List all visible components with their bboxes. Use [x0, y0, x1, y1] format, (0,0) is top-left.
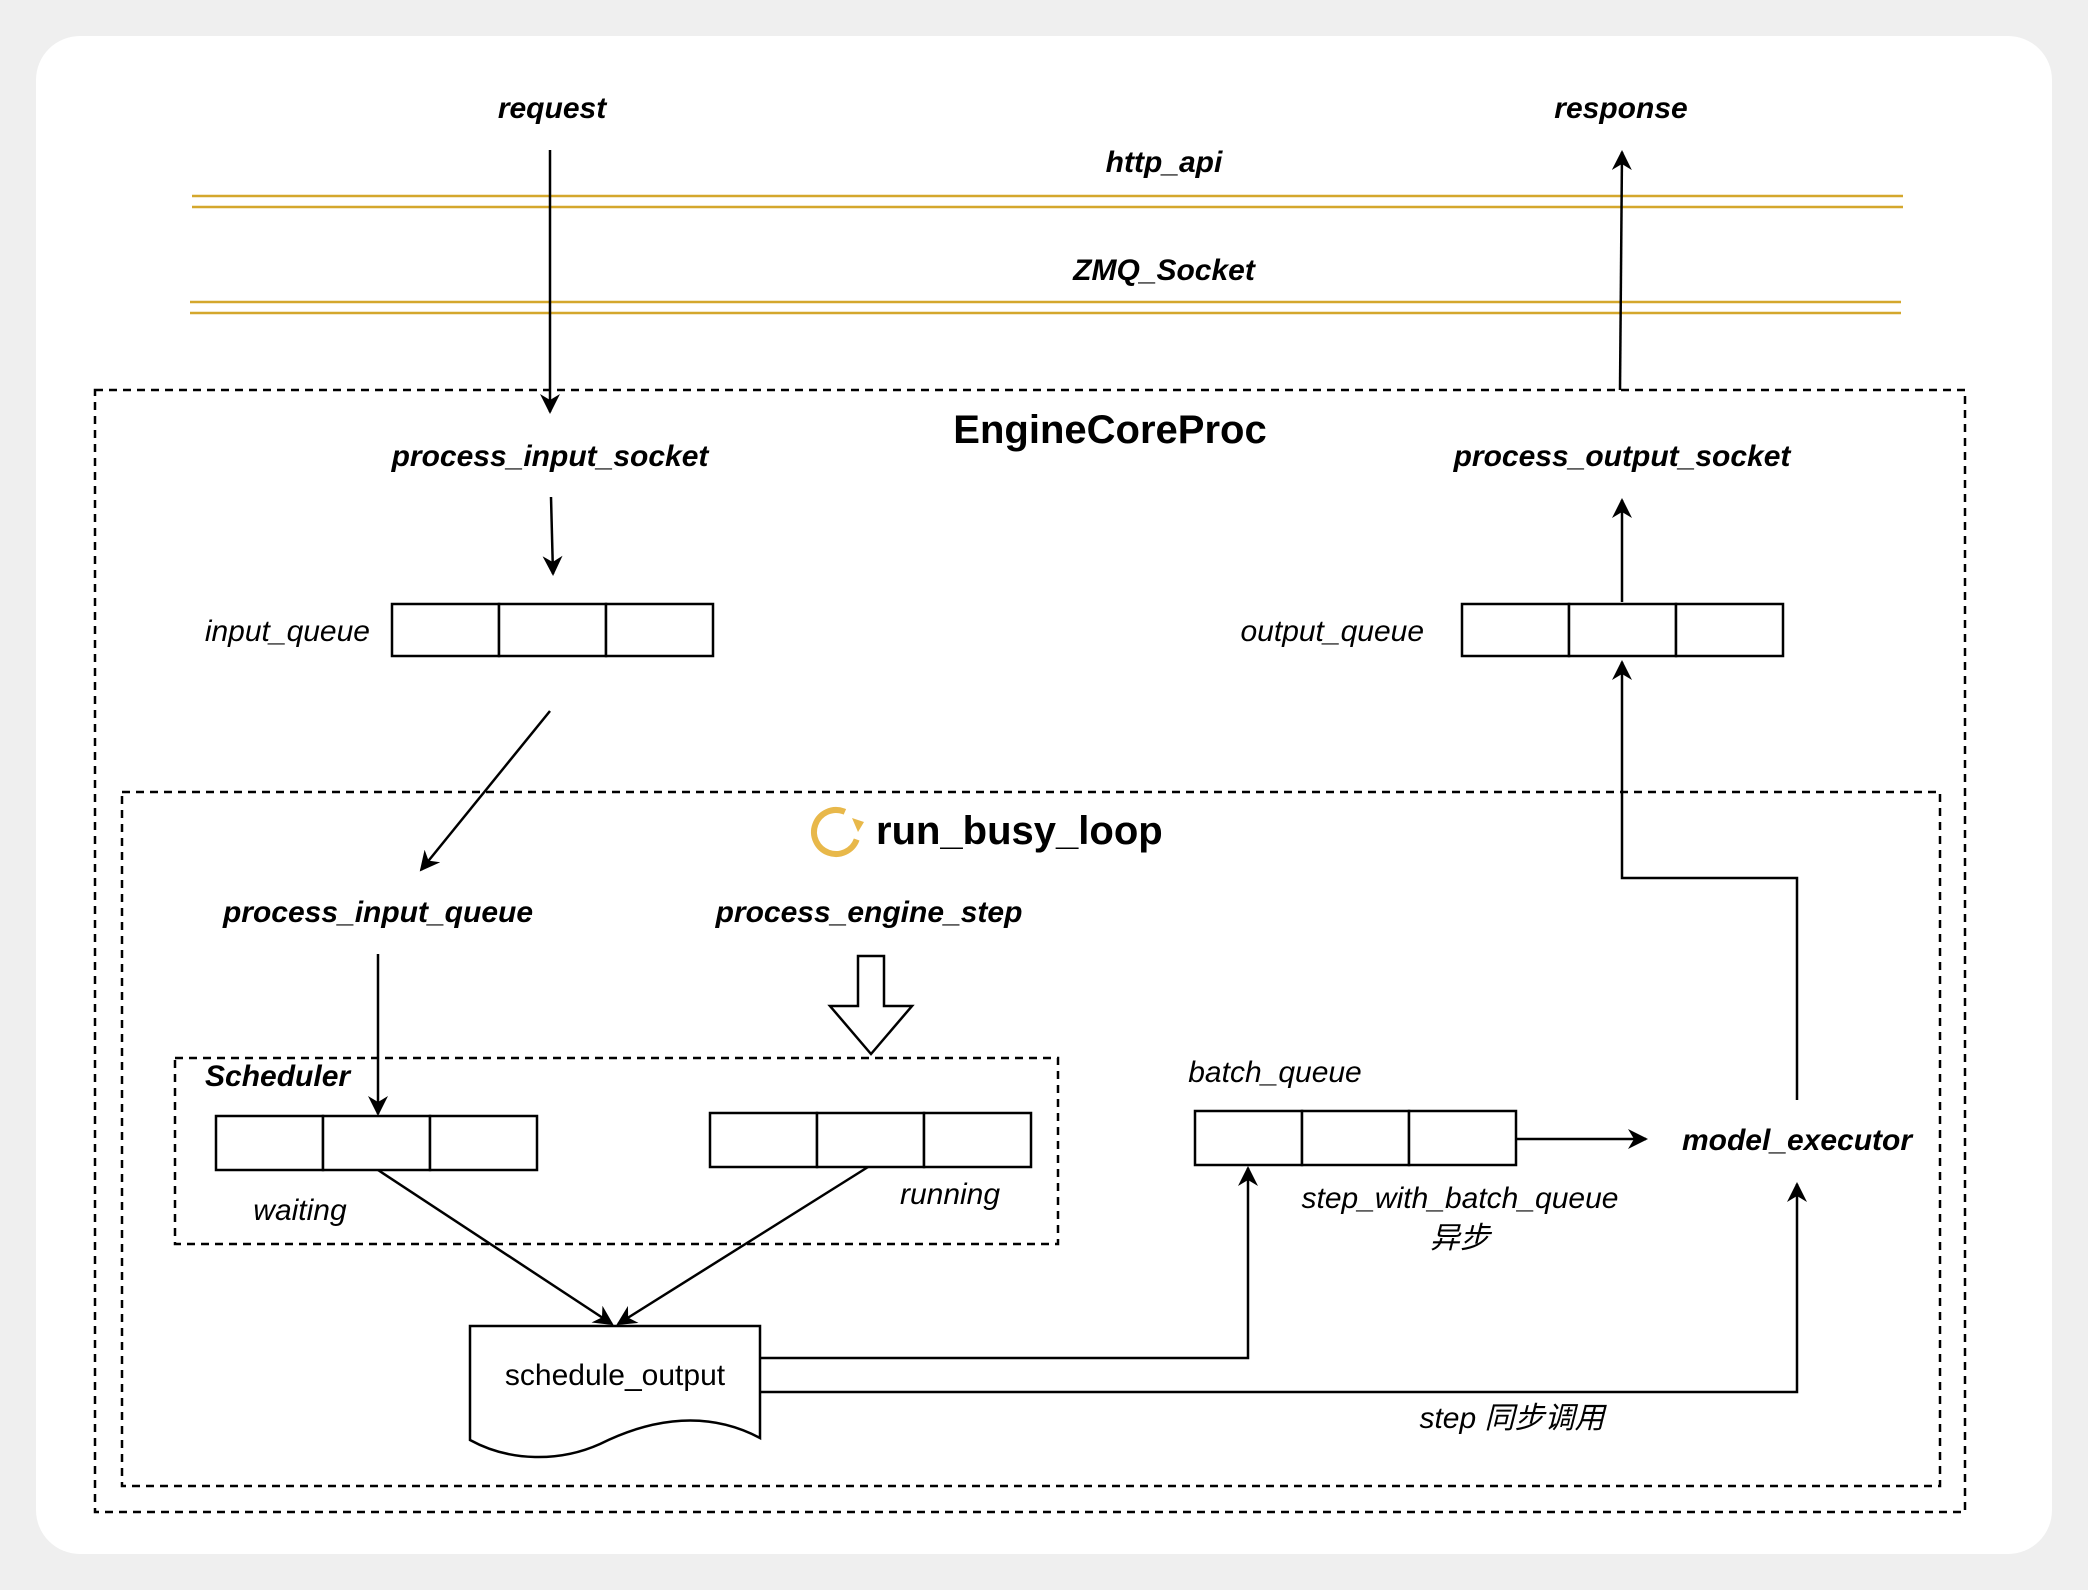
schedule-output-box: [468, 1324, 762, 1459]
schedule-output-to-model-executor-arrow: [760, 1182, 1807, 1394]
running-queue: [708, 1111, 1033, 1169]
engine-core-proc-title: EngineCoreProc: [953, 408, 1266, 452]
engine-step-block-arrow: [827, 954, 915, 1056]
scheduler-boundary: [173, 1056, 1060, 1246]
step-with-batch-queue-label: step_with_batch_queue: [1302, 1182, 1619, 1215]
model-executor-label: model_executor: [1682, 1124, 1914, 1157]
input-socket-to-queue-arrow: [542, 496, 563, 576]
batch-queue: [1193, 1109, 1518, 1167]
response-label: response: [1554, 92, 1687, 125]
input-queue: [390, 602, 715, 658]
running-label: running: [900, 1178, 1000, 1211]
process-input-queue-label: process_input_queue: [222, 896, 533, 929]
process-output-socket-label: process_output_socket: [1453, 440, 1793, 473]
request-label: request: [498, 92, 608, 125]
async-note-label: 异步: [1430, 1222, 1493, 1255]
output-queue: [1460, 602, 1785, 658]
process-input-socket-label: process_input_socket: [391, 440, 711, 473]
batch-queue-label: batch_queue: [1188, 1056, 1362, 1089]
engine-core-proc-boundary: [93, 388, 1967, 1514]
zmq-socket-pipe: [190, 300, 1901, 315]
zmq-socket-label: ZMQ_Socket: [1072, 254, 1257, 287]
schedule-output-to-batch-queue-arrow: [760, 1166, 1258, 1360]
loop-refresh-icon: [811, 807, 864, 857]
run-busy-loop-boundary: [120, 790, 1942, 1488]
scheduler-title: Scheduler: [205, 1060, 352, 1093]
run-busy-loop-title: run_busy_loop: [876, 809, 1163, 853]
output-queue-label: output_queue: [1240, 615, 1424, 648]
http-api-label: http_api: [1106, 146, 1223, 179]
step-sync-label: step 同步调用: [1419, 1402, 1607, 1435]
diagram-card: [36, 36, 2052, 1554]
waiting-queue: [214, 1114, 539, 1172]
model-executor-to-output-queue-arrow: [1612, 660, 1799, 1100]
input-queue-label: input_queue: [205, 615, 370, 648]
response-arrow: [1611, 150, 1632, 391]
http-api-pipe: [192, 194, 1903, 209]
input-queue-to-process-input-queue-arrow: [419, 710, 551, 872]
process-engine-step-label: process_engine_step: [715, 896, 1023, 929]
schedule-output-label: schedule_output: [505, 1359, 726, 1392]
running-to-schedule-output-arrow: [616, 1165, 869, 1326]
waiting-to-schedule-output-arrow: [377, 1168, 614, 1326]
waiting-label: waiting: [253, 1194, 347, 1227]
